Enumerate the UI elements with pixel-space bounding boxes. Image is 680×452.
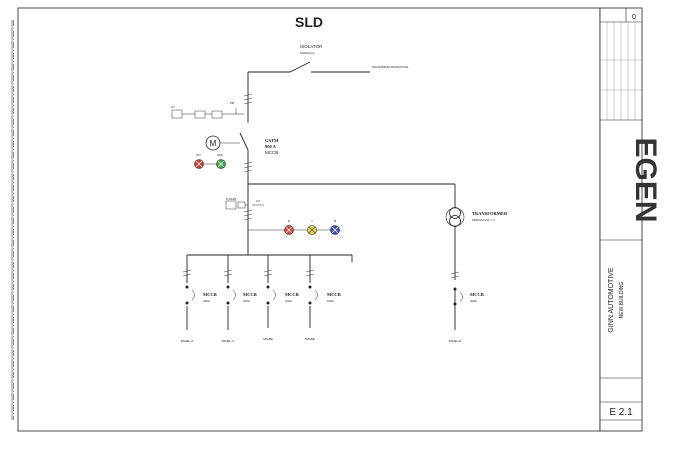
feeder-panel-label: SPARE (263, 337, 273, 341)
control-circuit-middle: K-OHM CT (225, 197, 264, 210)
feeder-rating: 400A (203, 299, 210, 303)
svg-text:CT: CT (171, 105, 175, 109)
phase-lamp-y (307, 225, 317, 235)
feeder-rating: 200A (243, 299, 250, 303)
transformer-feeder-panel: PANEL-E (449, 339, 462, 343)
transformer-label: TRANSFORMER (472, 211, 508, 216)
transformer-coil-1 (449, 207, 461, 219)
feeder-breaker-label: MCCB (327, 292, 341, 297)
revision-table-lines (600, 22, 642, 120)
diagram-title: SLD (295, 14, 323, 30)
phase-lamp-b (330, 225, 340, 235)
svg-text:CT: CT (256, 199, 260, 203)
company-logo: EGEN (629, 137, 662, 222)
project-name: NEW BUILDING (619, 282, 625, 319)
drawing-border (17, 7, 601, 432)
isolator-rating: 1000Amps (300, 51, 315, 55)
transformer-rating: 160KVA D/11 Y-Y (472, 218, 495, 222)
indicator-lamp-on (194, 159, 204, 169)
transformer-feeder-rating: 200A (470, 299, 477, 303)
main-indicators: ON OFF (194, 153, 226, 169)
control-circuit-top: CT PB (171, 101, 244, 119)
feeder-spare-2: MCCB 100A SPARE (305, 255, 341, 341)
phase-label-r: R (288, 219, 291, 223)
feeder-rating: 100A (327, 299, 334, 303)
feeder-panel-c: MCCB 200A PANEL-C (222, 255, 257, 343)
motor-symbol: M (205, 135, 240, 151)
main-breaker-line2: 800 A (265, 144, 277, 149)
isolator-label: ISOLATOR (300, 44, 323, 49)
revision-number: 0 (632, 14, 636, 21)
feeder-spare-1: MCCB 100A SPARE (263, 255, 299, 341)
isolator-switch (248, 61, 370, 73)
svg-text:K-OHM: K-OHM (226, 197, 237, 201)
feeder-panel-label: PANEL-A (181, 339, 194, 343)
feeder-panel-a: MCCB 400A PANEL-A (181, 255, 217, 343)
phase-lamp-r (284, 225, 294, 235)
svg-text:PB: PB (230, 101, 234, 105)
main-breaker-line3: MCCB (265, 150, 278, 155)
title-block (599, 7, 643, 432)
motor-symbol-text: M (210, 139, 217, 148)
feeder-breaker-label: MCCB (243, 292, 257, 297)
indicator-lamp-off (216, 159, 226, 169)
feeder-panel-label: PANEL-C (222, 339, 236, 343)
transformer-branch (248, 183, 465, 330)
phase-label-y: Y (311, 219, 313, 223)
indicator-label-off: OFF (217, 153, 223, 157)
main-breaker-line1: GSTM (265, 138, 279, 143)
feeder-panel-label: SPARE (305, 337, 315, 341)
client-name: GINN AUTOMOTIVE (608, 267, 615, 333)
incoming-label: INCOMMING FROM POLE (372, 65, 408, 69)
feeder-rating: 100A (285, 299, 292, 303)
main-vertical-bus (239, 72, 253, 255)
transformer-feeder-breaker: MCCB (470, 292, 484, 297)
phase-indicators: R Y B (284, 219, 340, 235)
feeder-breaker-label: MCCB (203, 292, 217, 297)
left-edge-marks (11, 20, 14, 420)
sheet-number: E 2.1 (609, 407, 633, 418)
phase-label-b: B (334, 219, 336, 223)
feeder-breaker-label: MCCB (285, 292, 299, 297)
indicator-label-on: ON (196, 153, 201, 157)
